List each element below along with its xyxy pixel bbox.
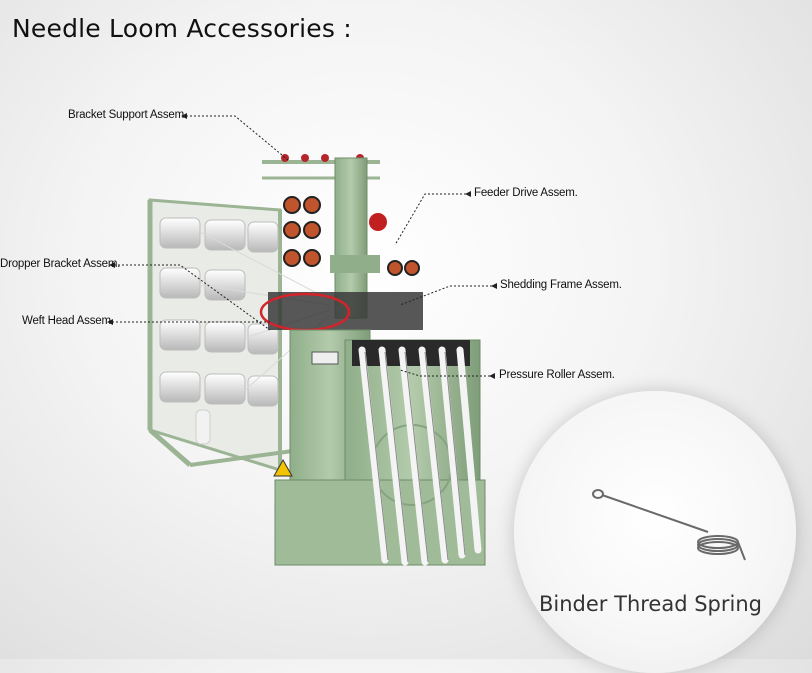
callout-dropper-bracket: Dropper Bracket Assem. — [0, 258, 121, 270]
detail-label: Binder Thread Spring — [539, 592, 762, 616]
binder-thread-spring-image — [592, 489, 746, 561]
callout-pressure-roller: Pressure Roller Assem. — [499, 369, 615, 381]
callout-weft-head: Weft Head Assem. — [22, 315, 114, 327]
callout-shedding-frame: Shedding Frame Assem. — [500, 279, 622, 291]
pressure-roller-assembly — [352, 340, 482, 566]
callout-arrowheads — [107, 113, 497, 379]
callout-leaders — [112, 115, 496, 377]
callout-feeder-drive: Feeder Drive Assem. — [474, 187, 578, 199]
page-title: Needle Loom Accessories : — [12, 14, 352, 43]
needle-loom-illustration — [107, 113, 497, 566]
callout-bracket-support: Bracket Support Assem. — [68, 109, 187, 121]
feeder-drive-assembly — [283, 157, 420, 319]
shedding-frame-assembly — [259, 292, 423, 332]
detail-circle — [514, 391, 796, 673]
